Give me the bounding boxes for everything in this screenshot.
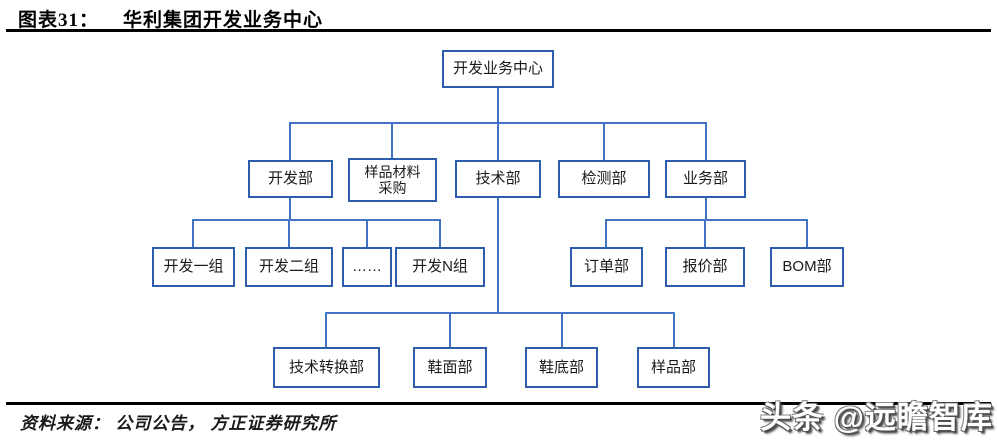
org-node-dev-group-ellipsis: …… — [342, 247, 392, 287]
connector-line — [705, 198, 707, 221]
org-node-shoe-upper-dept: 鞋面部 — [413, 347, 487, 388]
org-node-shoe-sole-dept: 鞋底部 — [525, 347, 598, 388]
source-note: 资料来源： 公司公告， 方正证券研究所 — [20, 414, 337, 433]
org-node-sample-material-purchasing: 样品材料 采购 — [348, 158, 437, 202]
org-node-testing-dept: 检测部 — [558, 160, 650, 198]
connector-line — [497, 88, 499, 122]
org-node-order-dept: 订单部 — [570, 247, 643, 287]
connector-line — [605, 221, 607, 247]
connector-line — [192, 219, 441, 221]
org-node-label-line2: 采购 — [378, 180, 407, 196]
org-node-dev-business-center: 开发业务中心 — [442, 50, 554, 88]
connector-line — [439, 221, 441, 247]
org-node-bom-dept: BOM部 — [770, 247, 844, 287]
connector-line — [289, 198, 291, 221]
connector-line — [366, 221, 368, 247]
connector-line — [497, 198, 499, 314]
figure-header: 图表31： 华利集团开发业务中心 — [18, 5, 323, 32]
connector-line — [288, 221, 290, 247]
watermark-toutiao-yuanzhan: 头条 @远瞻智库 — [760, 400, 993, 435]
connector-line — [289, 122, 291, 160]
connector-line — [673, 314, 675, 347]
connector-line — [705, 122, 707, 160]
connector-line — [704, 221, 706, 247]
connector-line — [192, 221, 194, 247]
org-node-tech-transfer-dept: 技术转换部 — [273, 347, 380, 388]
org-node-dev-group-1: 开发一组 — [152, 247, 235, 287]
connector-line — [605, 219, 808, 221]
figure-title: 华利集团开发业务中心 — [123, 10, 324, 31]
connector-line — [806, 221, 808, 247]
org-node-quotation-dept: 报价部 — [665, 247, 745, 287]
connector-line — [497, 122, 499, 160]
org-node-dev-group-n: 开发N组 — [395, 247, 485, 287]
org-node-sample-dept: 样品部 — [637, 347, 710, 388]
org-node-label-line1: 样品材料 — [364, 163, 421, 180]
connector-line — [603, 122, 605, 160]
connector-line — [325, 314, 327, 347]
header-divider — [6, 29, 991, 32]
org-node-tech-dept: 技术部 — [455, 160, 541, 198]
figure-label: 图表31： — [18, 10, 100, 31]
org-node-dev-dept: 开发部 — [248, 160, 333, 198]
org-node-dev-group-2: 开发二组 — [245, 247, 333, 287]
connector-line — [325, 312, 675, 314]
footer-divider — [6, 402, 991, 405]
connector-line — [561, 314, 563, 347]
connector-line — [449, 314, 451, 347]
org-node-business-dept: 业务部 — [665, 160, 746, 198]
connector-line — [391, 122, 393, 158]
